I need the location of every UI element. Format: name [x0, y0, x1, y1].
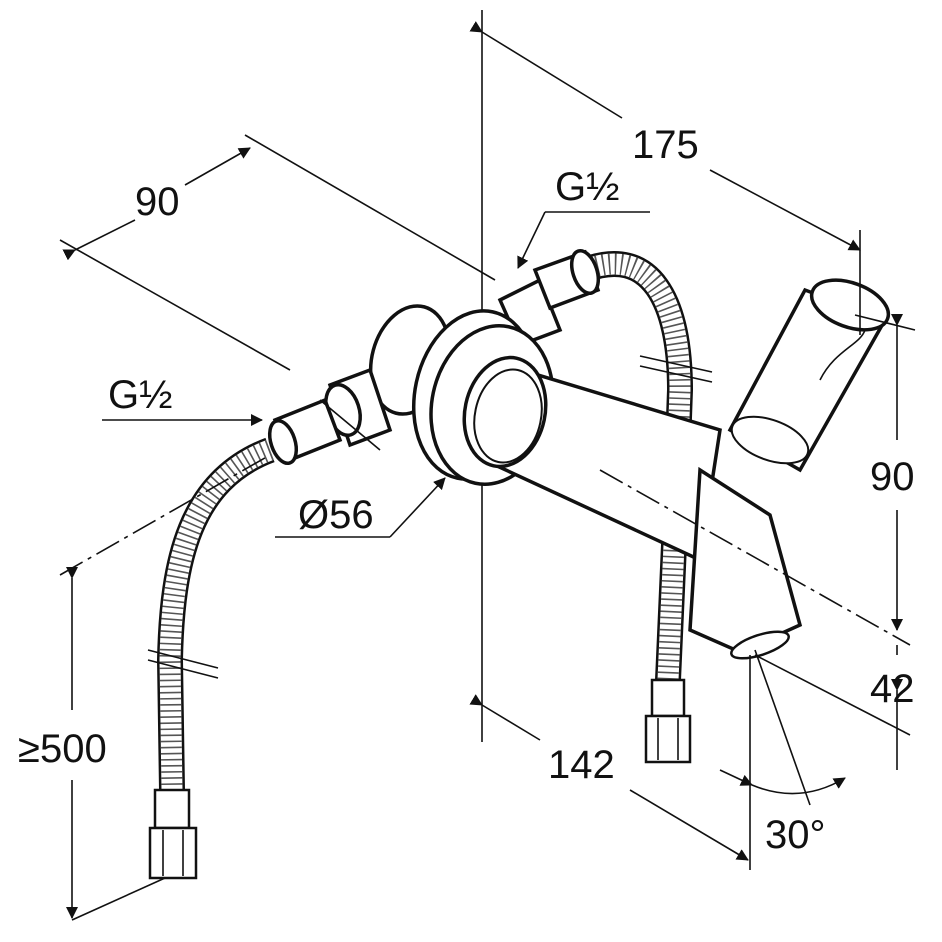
left-flex-hose	[147, 437, 275, 791]
dim-90-right-label: 90	[870, 455, 915, 499]
thread-upper-leader	[517, 211, 650, 269]
dim-142-line	[469, 694, 749, 861]
thread-upper-label: G½	[555, 165, 619, 209]
hose-length-label: ≥500	[18, 727, 107, 771]
swivel-angle-label: 30°	[765, 813, 826, 857]
right-hose-nut	[644, 678, 692, 764]
dim-90-left-label: 90	[135, 180, 180, 224]
dim-30-arc	[719, 769, 846, 795]
dim-175-line	[469, 21, 861, 251]
mixer-body	[267, 249, 891, 660]
rosette-diameter-label: Ø56	[298, 493, 374, 537]
dim-175-label: 175	[632, 123, 699, 167]
right-flex-hose	[580, 251, 713, 681]
center-lines	[59, 134, 916, 921]
thread-left-label: G½	[108, 373, 172, 417]
dim-56-leader	[275, 477, 446, 538]
dim-90-left-line	[62, 147, 251, 261]
dim-142-label: 142	[548, 743, 615, 787]
dim-42-label: 42	[870, 667, 915, 711]
left-hose-nut	[148, 788, 198, 880]
